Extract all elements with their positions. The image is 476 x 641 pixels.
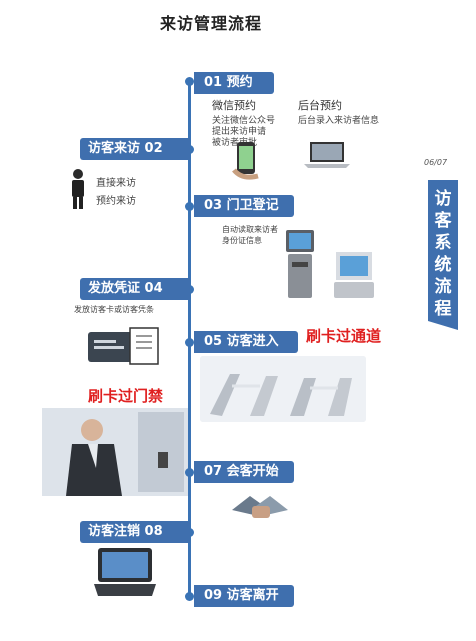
door-access-photo [42,408,188,496]
timeline-dot [185,468,194,477]
timeline-dot [185,338,194,347]
step-09-label: 09 访客离开 [194,585,294,607]
laptop-icon [304,142,350,168]
visit-direct: 直接来访 [96,178,136,189]
id-reader-terminal-icon [334,252,374,298]
guard-line-2: 身份证信息 [222,236,262,245]
guard-line-1: 自动读取来访者 [222,225,278,234]
wechat-line-1: 关注微信公众号 [212,116,276,126]
step-08-label: 访客注销 08 [80,521,190,543]
backend-title: 后台预约 [298,99,342,112]
wechat-line-2: 提出来访申请 [212,127,267,137]
wechat-line-3: 被访者审批 [212,138,258,148]
logout-terminal-icon [94,548,156,596]
registration-kiosk-icon [286,230,314,298]
side-title-banner: 访客系统流程 [428,180,458,330]
visit-appointment: 预约来访 [96,196,136,207]
backend-desc: 后台录入来访者信息 [298,116,380,126]
timeline-dot [185,592,194,601]
step-07-label: 07 会客开始 [194,461,294,483]
handshake-icon [232,496,288,518]
visitor-person-icon [72,169,84,209]
step-03-label: 03 门卫登记 [194,195,294,217]
swipe-door-label: 刷卡过门禁 [88,387,164,405]
page-title: 来访管理流程 [160,14,263,33]
step-01-label: 01 预约 [194,72,274,94]
step-04-label: 发放凭证 04 [80,278,190,300]
side-page-number: 06/07 [424,158,448,167]
step-05-label: 05 访客进入 [194,331,298,353]
smartphone-icon [232,142,259,180]
turnstile-gates-illustration [200,356,366,422]
visitor-card-icon [88,327,159,365]
step-02-label: 访客来访 02 [80,138,190,160]
cert-desc: 发放访客卡或访客凭条 [74,305,154,314]
side-title: 访客系统流程 [434,189,452,319]
timeline-dot [185,77,194,86]
timeline-dot [185,202,194,211]
swipe-channel-label: 刷卡过通道 [306,327,382,345]
wechat-title: 微信预约 [212,99,256,112]
